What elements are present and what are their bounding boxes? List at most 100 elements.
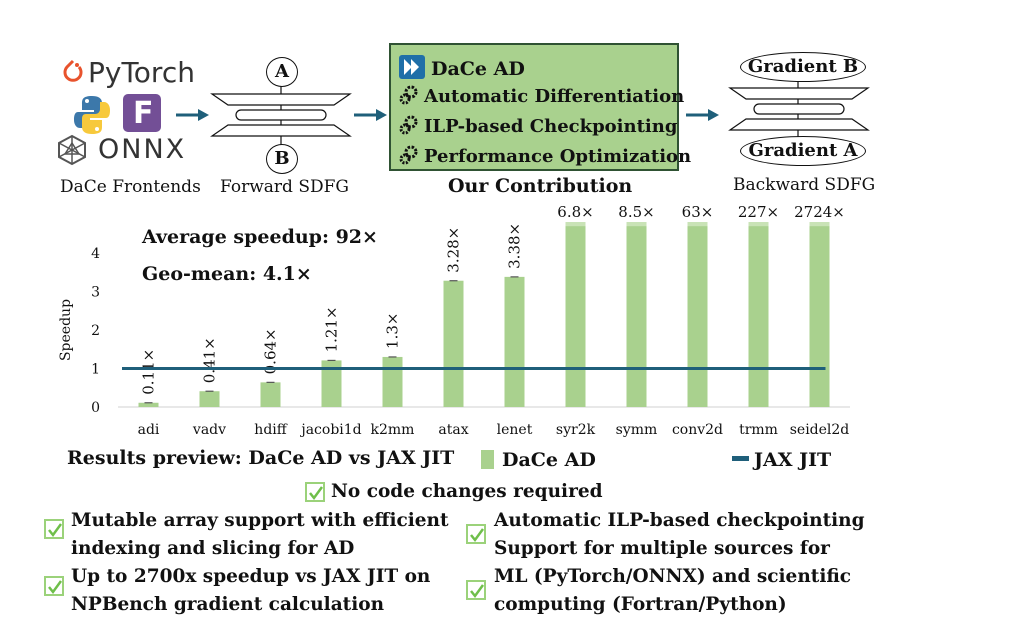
bar-break-seidel2d <box>809 222 830 227</box>
backward-caption: Backward SDFG <box>733 175 876 195</box>
bar-k2mm <box>382 356 403 407</box>
feature-no-code-changes: No code changes required <box>331 481 603 502</box>
gears-icon <box>399 145 418 165</box>
legend-label-jax: JAX JIT <box>754 449 832 471</box>
contribution-autodiff-label: Automatic Differentiation <box>424 86 685 107</box>
backward-node-gradient-a: Gradient A <box>740 136 866 166</box>
arrow-right-icon <box>686 109 719 121</box>
y-tick-label: 4 <box>91 246 100 262</box>
x-tick-label: vadv <box>192 422 226 438</box>
backward-sdfg-diagram: Gradient B Gradient A <box>724 50 874 178</box>
onnx-logo: ONNX <box>56 134 196 168</box>
x-tick-label: trmm <box>739 422 778 438</box>
checkmark-icon <box>305 482 325 502</box>
pytorch-logo: PyTorch <box>62 56 202 90</box>
x-tick-label: atax <box>438 422 468 438</box>
data-label: 63× <box>682 203 714 221</box>
contribution-checkpointing-label: ILP-based Checkpointing <box>424 116 678 137</box>
forward-sdfg-graphic <box>210 85 352 146</box>
frontends-caption: DaCe Frontends <box>60 177 201 197</box>
data-label: 2724× <box>794 203 845 221</box>
x-tick-label: symm <box>616 422 658 438</box>
forward-caption: Forward SDFG <box>220 177 349 197</box>
contribution-item-perf: Performance Optimization <box>399 145 691 167</box>
contribution-title-row: DaCe AD <box>399 55 525 80</box>
contribution-item-checkpointing: ILP-based Checkpointing <box>399 115 677 137</box>
backward-node-gradient-b-label: Gradient B <box>747 56 859 77</box>
x-tick-label: conv2d <box>672 422 723 438</box>
bar-syr2k <box>565 222 586 407</box>
checkmark-icon <box>44 519 64 539</box>
feature-sources-line2: computing (Fortran/Python) <box>494 594 787 615</box>
checkmark-icon <box>466 580 486 600</box>
data-label: 3.38× <box>506 223 524 269</box>
gears-icon <box>399 85 418 105</box>
legend-label-dace: DaCe AD <box>502 449 596 471</box>
contribution-title: DaCe AD <box>431 58 525 80</box>
python-logo-icon <box>74 96 110 134</box>
bar-break-syr2k <box>565 222 586 227</box>
forward-sdfg-diagram: A B <box>210 56 360 176</box>
annotation-average-speedup: Average speedup: 92× <box>141 226 378 248</box>
y-tick-label: 3 <box>91 285 100 301</box>
contribution-item-autodiff: Automatic Differentiation <box>399 85 684 107</box>
feature-speedup-line1: Up to 2700x speedup vs JAX JIT on <box>71 566 431 587</box>
bar-lenet <box>504 276 525 407</box>
bar-break-trmm <box>748 222 769 227</box>
data-label: 0.41× <box>201 337 219 383</box>
fortran-logo: F <box>123 94 161 132</box>
data-label: 227× <box>738 203 779 221</box>
forward-node-b-label: B <box>274 148 290 169</box>
forward-node-a-label: A <box>275 61 289 82</box>
contribution-box: DaCe AD Automatic Differentiation ILP-ba… <box>389 43 691 171</box>
onnx-mesh-icon <box>58 134 86 166</box>
checkmark-icon <box>44 576 64 596</box>
feature-mutable-array-line2: indexing and slicing for AD <box>71 538 355 559</box>
onnx-wordmark: ONNX <box>98 134 187 165</box>
bar-break-conv2d <box>687 222 708 227</box>
legend-swatch-dace <box>481 450 494 469</box>
data-label: 1.3× <box>384 313 402 349</box>
x-tick-label: adi <box>138 422 160 438</box>
x-tick-label: seidel2d <box>790 422 850 438</box>
data-label: 0.64× <box>262 328 280 374</box>
contribution-caption: Our Contribution <box>448 175 633 197</box>
feature-ilp-line1: Automatic ILP-based checkpointing <box>494 510 865 531</box>
data-label: 8.5× <box>618 203 654 221</box>
data-label: 1.21× <box>323 306 341 352</box>
gears-icon <box>399 115 418 135</box>
bar-trmm <box>748 222 769 407</box>
bar-conv2d <box>687 222 708 407</box>
arrow-right-icon <box>176 109 209 121</box>
x-tick-label: syr2k <box>556 422 596 438</box>
checkmark-icon <box>466 524 486 544</box>
backward-node-gradient-b: Gradient B <box>740 52 866 82</box>
pytorch-flame-icon <box>63 59 83 82</box>
bar-symm <box>626 222 647 407</box>
contribution-perf-label: Performance Optimization <box>424 146 692 167</box>
feature-sources-line1: ML (PyTorch/ONNX) and scientific <box>494 566 852 587</box>
data-label: 0.11× <box>140 349 158 395</box>
dace-logo-icon <box>399 55 425 79</box>
legend-swatch-jax <box>732 456 749 461</box>
bar-seidel2d <box>809 222 830 407</box>
x-tick-label: k2mm <box>371 422 415 438</box>
bar-break-symm <box>626 222 647 227</box>
backward-node-gradient-a-label: Gradient A <box>748 140 858 161</box>
forward-node-b: B <box>266 144 298 174</box>
bar-vadv <box>199 391 220 407</box>
x-tick-label: hdiff <box>254 422 287 438</box>
y-tick-label: 0 <box>91 400 100 416</box>
bar-adi <box>138 402 159 407</box>
arrow-right-icon <box>354 109 387 121</box>
feature-mutable-array-line1: Mutable array support with efficient <box>71 510 449 531</box>
bar-hdiff <box>260 382 281 407</box>
pytorch-wordmark: PyTorch <box>88 56 195 89</box>
bar-atax <box>443 280 464 407</box>
legend-title: Results preview: DaCe AD vs JAX JIT <box>67 447 455 469</box>
x-tick-label: lenet <box>497 422 533 438</box>
y-tick-label: 2 <box>91 323 100 339</box>
forward-node-a: A <box>266 57 298 87</box>
data-label: 3.28× <box>445 227 463 273</box>
